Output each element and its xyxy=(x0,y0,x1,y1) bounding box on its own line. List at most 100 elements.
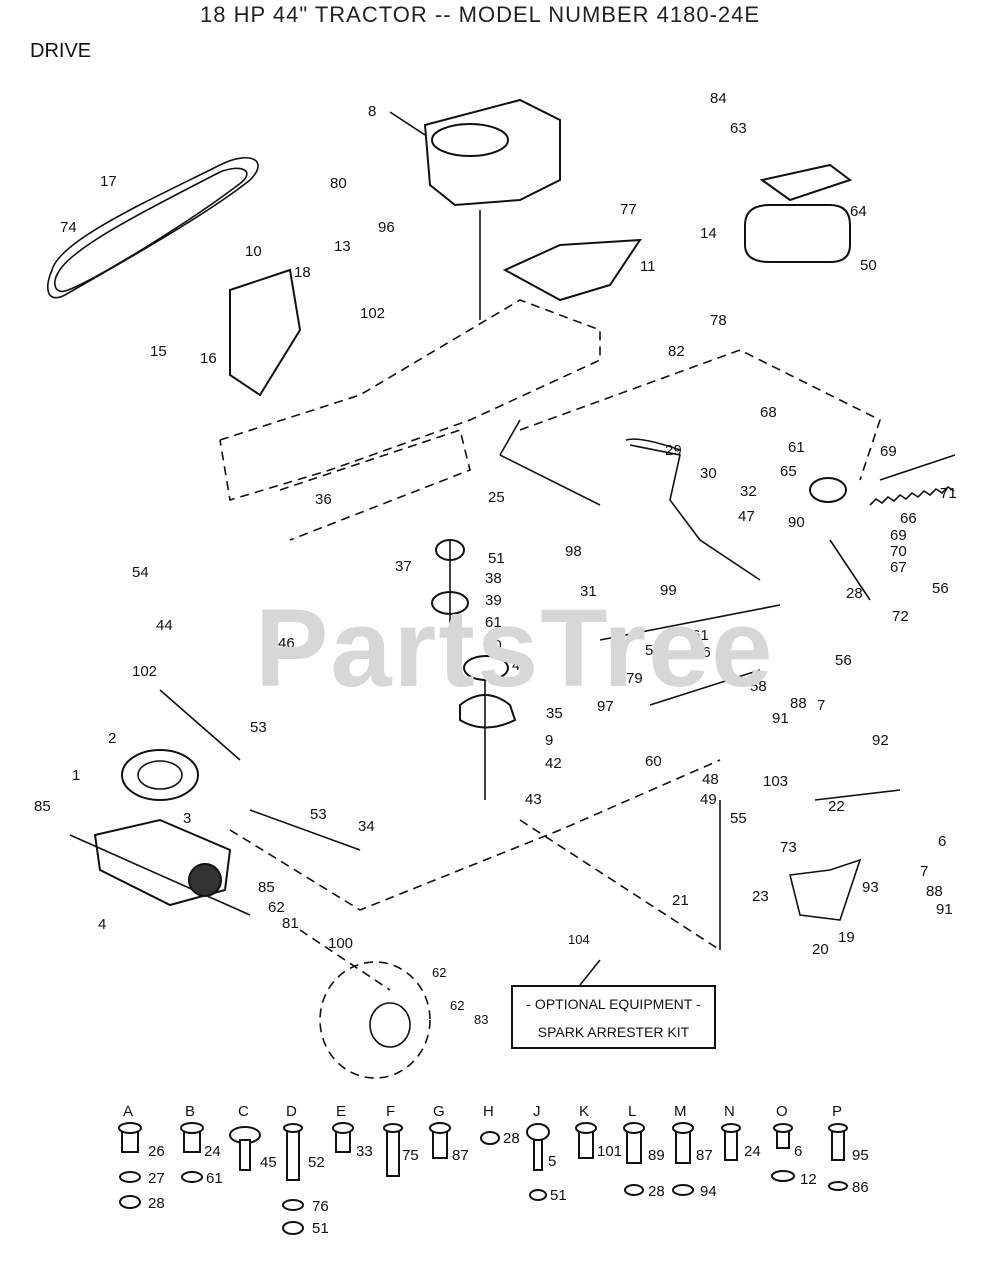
key-E-part-1: 33 xyxy=(356,1143,373,1160)
spark-arrester-kit-label: SPARK ARRESTER KIT xyxy=(537,1024,690,1040)
callout-7b: 7 xyxy=(920,863,928,880)
callout-92: 92 xyxy=(872,732,889,749)
callout-38: 38 xyxy=(485,570,502,587)
callout-84: 84 xyxy=(710,90,727,107)
key-K-part-1: 101 xyxy=(597,1143,622,1160)
callout-30: 30 xyxy=(700,465,717,482)
callout-31: 31 xyxy=(580,583,597,600)
callout-56a: 56 xyxy=(932,580,949,597)
callout-98: 98 xyxy=(565,543,582,560)
callout-82: 82 xyxy=(668,343,685,360)
callout-90: 90 xyxy=(788,514,805,531)
callout-67: 67 xyxy=(890,559,907,576)
key-O-part-2: 12 xyxy=(800,1171,817,1188)
callout-53a: 53 xyxy=(250,719,267,736)
callout-44: 44 xyxy=(156,617,173,634)
key-M-part-2: 94 xyxy=(700,1183,717,1200)
callout-104: 104 xyxy=(568,932,590,947)
key-D-part-1: 52 xyxy=(308,1154,325,1171)
callout-81: 81 xyxy=(282,915,299,932)
optional-equipment-box: - OPTIONAL EQUIPMENT - SPARK ARRESTER KI… xyxy=(511,985,716,1049)
callout-16: 16 xyxy=(200,350,217,367)
key-B-part-1: 24 xyxy=(204,1143,221,1160)
callout-88a: 88 xyxy=(790,695,807,712)
callout-78: 78 xyxy=(710,312,727,329)
callout-53b: 53 xyxy=(310,806,327,823)
callout-15: 15 xyxy=(150,343,167,360)
callout-93: 93 xyxy=(862,879,879,896)
callout-77: 77 xyxy=(620,201,637,218)
key-L-part-2: 28 xyxy=(648,1183,665,1200)
callout-54: 54 xyxy=(132,564,149,581)
callout-64: 64 xyxy=(850,203,867,220)
key-letter-G: G xyxy=(433,1103,445,1120)
callout-72: 72 xyxy=(892,608,909,625)
callout-61b: 61 xyxy=(485,614,502,631)
key-A-part-3: 28 xyxy=(148,1195,165,1212)
key-P-part-1: 95 xyxy=(852,1147,869,1164)
key-L-part-1: 89 xyxy=(648,1147,665,1164)
callout-55: 55 xyxy=(730,810,747,827)
callout-23: 23 xyxy=(752,888,769,905)
callout-102: 102 xyxy=(360,305,385,322)
callout-28a: 28 xyxy=(846,585,863,602)
optional-equipment-heading: - OPTIONAL EQUIPMENT - xyxy=(526,996,701,1012)
callout-74: 74 xyxy=(60,219,77,236)
callout-61c: 61 xyxy=(692,627,709,644)
key-P-part-2: 86 xyxy=(852,1179,869,1196)
key-letter-F: F xyxy=(386,1103,395,1120)
callout-22: 22 xyxy=(828,798,845,815)
callout-102b: 102 xyxy=(132,663,157,680)
callout-79: 79 xyxy=(626,670,643,687)
callout-49: 49 xyxy=(700,791,717,808)
section-label: DRIVE xyxy=(30,40,92,62)
key-H-part-1: 28 xyxy=(503,1130,520,1147)
key-N-part-1: 24 xyxy=(744,1143,761,1160)
key-A-part-2: 27 xyxy=(148,1170,165,1187)
key-letter-N: N xyxy=(724,1103,735,1120)
callout-46: 46 xyxy=(278,635,295,652)
key-letter-M: M xyxy=(674,1103,687,1120)
callout-96: 96 xyxy=(378,219,395,236)
callout-73: 73 xyxy=(780,839,797,856)
callout-66: 66 xyxy=(900,510,917,527)
callout-60: 60 xyxy=(645,753,662,770)
callout-35: 35 xyxy=(546,705,563,722)
callout-1: 1 xyxy=(72,767,80,784)
callout-99: 99 xyxy=(660,582,677,599)
callout-59: 59 xyxy=(610,635,627,652)
callout-69b: 69 xyxy=(890,527,907,544)
key-J-part-2: 51 xyxy=(550,1187,567,1204)
key-letter-J: J xyxy=(533,1103,541,1120)
callout-88b: 88 xyxy=(926,883,943,900)
callout-29: 29 xyxy=(665,442,682,459)
callout-18: 18 xyxy=(294,264,311,281)
key-letter-C: C xyxy=(238,1103,249,1120)
callout-2: 2 xyxy=(108,730,116,747)
callout-32: 32 xyxy=(740,483,757,500)
key-J-part-1: 5 xyxy=(548,1153,556,1170)
callout-85a: 85 xyxy=(34,798,51,815)
callout-62b: 62 xyxy=(432,965,446,980)
callout-20: 20 xyxy=(812,941,829,958)
key-letter-E: E xyxy=(336,1103,346,1120)
callout-40: 40 xyxy=(485,637,502,654)
callout-91b: 91 xyxy=(936,901,953,918)
callout-10: 10 xyxy=(245,243,262,260)
key-A-part-1: 26 xyxy=(148,1143,165,1160)
callout-62c: 62 xyxy=(450,998,464,1013)
callout-9: 9 xyxy=(545,732,553,749)
callout-17: 17 xyxy=(100,173,117,190)
callout-34: 34 xyxy=(358,818,375,835)
page-title: 18 HP 44" TRACTOR -- MODEL NUMBER 4180-2… xyxy=(200,2,761,27)
key-letter-L: L xyxy=(628,1103,636,1120)
callout-85b: 85 xyxy=(258,879,275,896)
key-O-part-1: 6 xyxy=(794,1143,802,1160)
callout-48: 48 xyxy=(702,771,719,788)
key-letter-A: A xyxy=(123,1103,133,1120)
callout-56c: 56 xyxy=(835,652,852,669)
callout-97: 97 xyxy=(597,698,614,715)
callout-37: 37 xyxy=(395,558,412,575)
callout-68: 68 xyxy=(760,404,777,421)
key-M-part-1: 87 xyxy=(696,1147,713,1164)
